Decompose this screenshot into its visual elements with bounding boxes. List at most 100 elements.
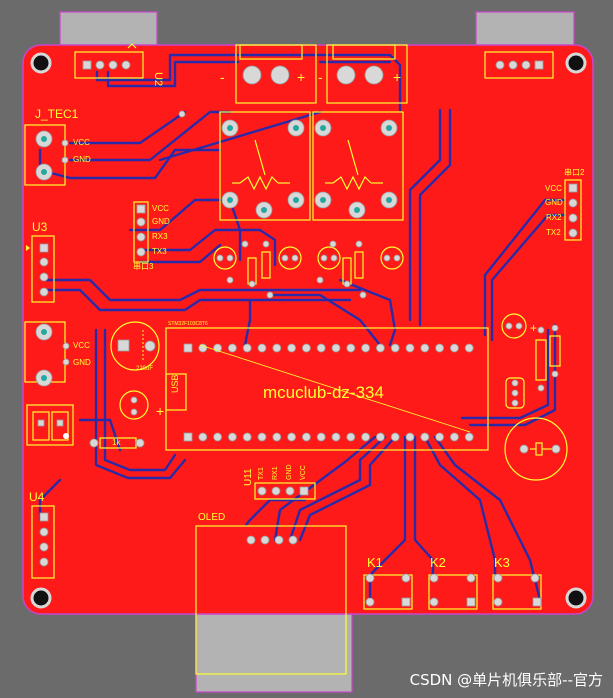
serial2-gnd-label: GND [545,198,563,207]
svg-text:+: + [297,69,305,85]
relay-right[interactable] [312,111,404,221]
mcu-pin [242,343,252,353]
via-top [178,110,186,118]
slide-switch[interactable] [26,404,74,446]
u11-vcc-label: VCC [300,465,307,480]
u4-header[interactable] [31,505,55,579]
capacitor-220uf[interactable] [110,321,160,371]
usb-label: USB [170,374,180,393]
relay-drivers[interactable] [213,240,404,299]
u11-gnd-label: GND [286,464,293,480]
svg-text:+: + [393,69,401,85]
mcu-pin [361,343,371,353]
mcu-module[interactable]: STM32F103C8T6 [165,321,489,451]
serial3-header[interactable] [133,201,149,263]
mcu-pin [272,432,282,442]
keepout-left [59,11,158,49]
u4-label: U4 [29,490,45,504]
u11-label: U11 [243,468,254,486]
serial3-gnd-label: GND [152,217,170,226]
mcu-pin [449,432,459,442]
power-connector[interactable] [24,321,70,387]
trace-layer [38,53,567,602]
led-right[interactable]: + [501,313,537,339]
keepout-right [475,11,575,49]
serial3-vcc-label: VCC [152,204,169,213]
mount-hole-tr [565,52,587,74]
mcu-pin [405,343,415,353]
buzzer-right[interactable] [504,417,568,481]
mcu-pin [257,432,267,442]
screw-terminal-right[interactable]: - + [318,44,408,104]
button-k2[interactable] [428,573,478,610]
mount-hole-br [565,587,587,609]
mcu-pin [198,343,208,353]
mcu-pin [287,432,297,442]
mcu-pin [420,432,430,442]
button-k1[interactable] [363,573,413,610]
mount-hole-bl [30,587,52,609]
mcu-pin [242,432,252,442]
mcu-pin [316,343,326,353]
u1-header[interactable] [484,51,554,79]
serial2-vcc-label: VCC [545,184,562,193]
mcu-pin [420,343,430,353]
serial2-tx-label: TX2 [546,228,561,237]
resistor-right[interactable] [535,324,561,392]
u2-label: U2 [152,72,164,86]
mcu-pin [257,343,267,353]
mcu-pin [405,432,415,442]
serial2-header[interactable] [564,179,582,241]
serial2-name-label: 串口2 [564,168,585,177]
k1-label: K1 [367,555,383,570]
button-k3[interactable] [492,573,542,610]
mcu-pins-top [183,343,474,353]
u11-rx-label: RX1 [272,466,279,480]
mcu-pin [183,432,193,442]
j-tec1-vcc-label: VCC [73,138,90,147]
j-tec1-connector[interactable] [24,124,69,186]
svg-text:-: - [318,69,323,85]
power-vcc-label: VCC [73,341,90,350]
svg-text:+: + [530,321,537,335]
mcu-pins-bottom [183,432,474,442]
mcu-pin [331,432,341,442]
mcu-pin [316,432,326,442]
mcu-pin [272,343,282,353]
transistor-right[interactable] [505,377,525,409]
u2-header[interactable]: U2 [74,43,164,86]
relay-left[interactable] [219,111,311,221]
u3-label: U3 [32,220,48,234]
mcu-pin [435,432,445,442]
mcu-pin [198,432,208,442]
resistor-1k[interactable] [89,437,145,449]
mcu-pin [227,432,237,442]
oled-module[interactable] [195,525,347,675]
screw-terminal-left[interactable]: - + [220,44,317,104]
j-tec1-gnd-label: GND [73,155,91,164]
buzzer[interactable]: + [119,390,164,420]
mcu-pin [301,432,311,442]
mcu-pin [464,432,474,442]
power-gnd-label: GND [73,358,91,367]
serial2-rx-label: RX2 [546,213,562,222]
mcu-pin [213,432,223,442]
mcu-pin [390,343,400,353]
u11-header[interactable] [254,482,316,500]
mcu-pin [449,343,459,353]
serial3-rx-label: RX3 [152,232,168,241]
mcu-pin [183,343,193,353]
mcu-pin [301,343,311,353]
resistor-value-label: 1k [112,438,121,447]
u3-header[interactable] [26,235,55,303]
board-outline [22,44,594,615]
capacitor-value-label: 220uF [136,366,154,372]
oled-label: OLED [198,512,226,523]
board-title: mcuclub-dz-334 [263,383,384,402]
mcu-pin [435,343,445,353]
k2-label: K2 [430,555,446,570]
mcu-pin [390,432,400,442]
svg-text:-: - [220,69,225,85]
keepout-bottom [195,613,353,693]
